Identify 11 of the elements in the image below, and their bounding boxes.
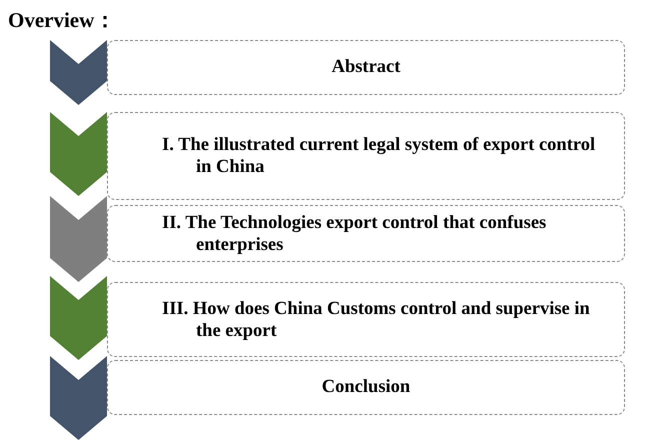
- section-box: [107, 40, 625, 95]
- section-title: Conclusion: [322, 377, 410, 398]
- section-title: III. How does China Customs control and supervise in the export: [161, 298, 591, 342]
- section-box: [107, 360, 625, 415]
- section-box: [107, 112, 625, 200]
- section-title: I. The illustrated current legal system of export control in China: [161, 134, 596, 178]
- heading: Overview：: [8, 7, 116, 34]
- section-title: Abstract: [332, 57, 400, 78]
- section-box: [107, 205, 625, 262]
- section-title: II. The Technologies export control that confuses enterprises: [161, 212, 548, 256]
- section-box: [107, 282, 625, 357]
